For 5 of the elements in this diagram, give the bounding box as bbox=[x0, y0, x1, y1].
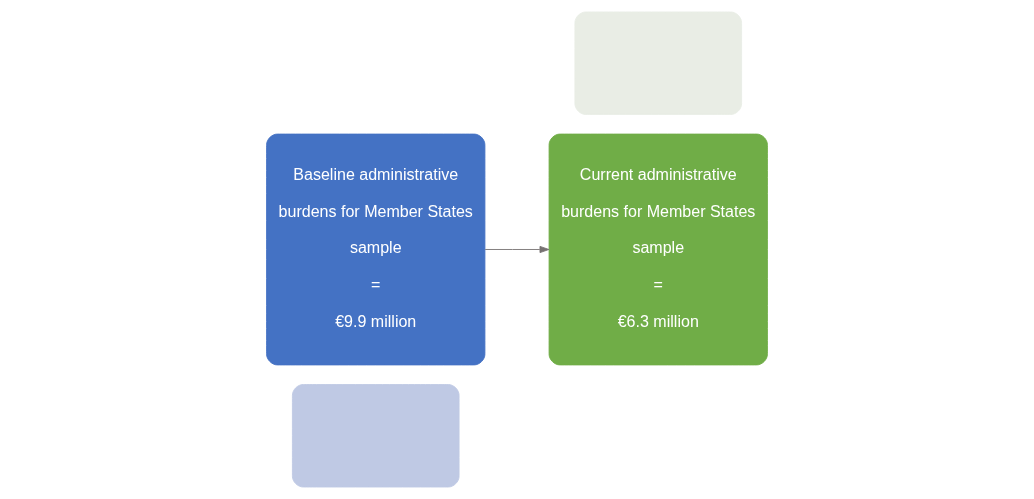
node-box bbox=[574, 11, 743, 115]
node-box bbox=[291, 384, 460, 488]
node-box: Baseline administrative burdens for Member States sample = €9.9 million bbox=[266, 133, 486, 366]
node-box: Current administrative burdens for Member States sample = €6.3 million bbox=[548, 133, 768, 366]
arrow bbox=[484, 245, 550, 254]
